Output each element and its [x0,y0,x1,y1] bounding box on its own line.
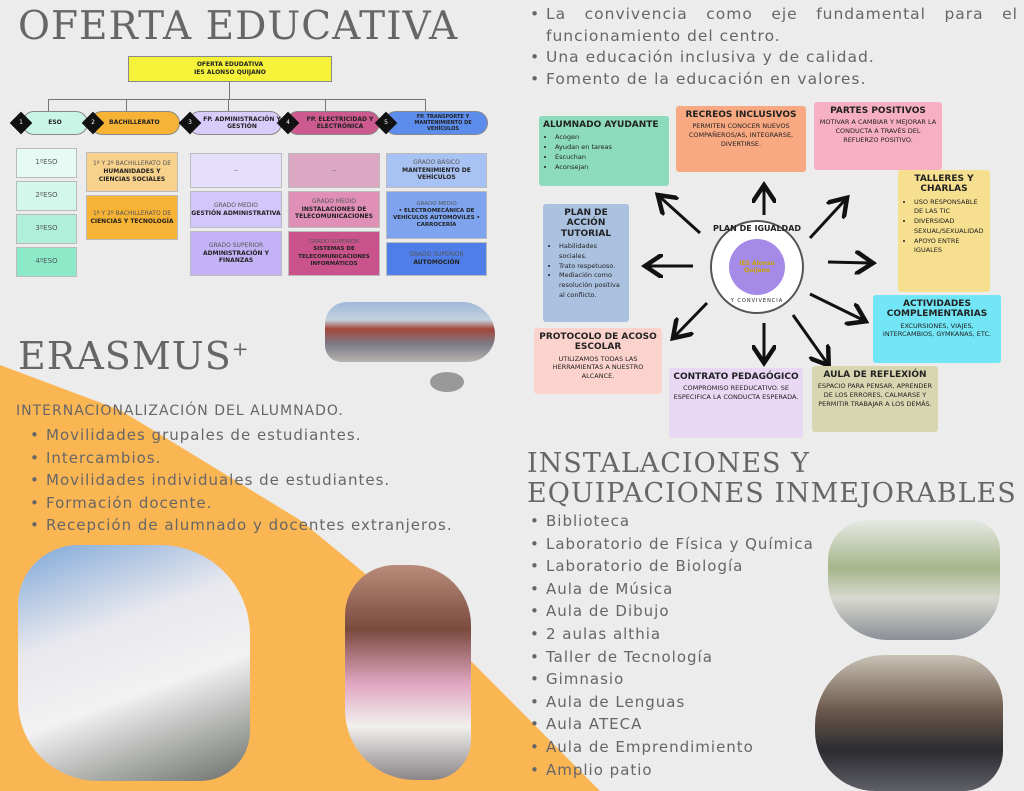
branch-number: 5 [374,111,398,135]
card-talleres: TALLERES Y CHARLAS USO RESPONSABLE DE LA… [898,170,990,292]
instalaciones-item: Biblioteca [528,510,814,533]
erasmus-subtitle: INTERNACIONALIZACIÓN DEL ALUMNADO. [16,403,344,419]
card-plan-accion: PLAN DE ACCIÓN TUTORIAL Habilidades soci… [543,204,629,322]
instalaciones-item: Aula de Dibujo [528,600,814,623]
branch-electricidad: FP. ELECTRICIDAD Y ELECTRÓNICA [286,111,380,135]
instalaciones-item: Aula de Emprendimiento [528,736,814,759]
org-root-title: OFERTA EDUDATIVA [196,61,264,69]
erasmus-item: Intercambios. [28,447,453,470]
card-alumnado-ayudante: ALUMNADO AYUDANTE AcogenAyudan en tareas… [539,116,669,186]
instalaciones-item: Aula de Lenguas [528,691,814,714]
plan-center-badge: IES Alonso Quijano PLAN DE IGUALDAD Y CO… [710,220,804,314]
plan-center-subtitle: Y CONVIVENCIA [730,298,784,304]
instalaciones-item: Laboratorio de Biología [528,555,814,578]
instalaciones-list: Biblioteca Laboratorio de Física y Quími… [528,510,814,781]
instalaciones-item: Aula de Música [528,578,814,601]
instalaciones-item: Gimnasio [528,668,814,691]
eso-item: 4ºESO [16,247,77,277]
trans-item: GRADO MEDIO• ELECTROMECÁNICA DE VEHÍCULO… [386,191,487,239]
erasmus-title: ERASMUS+ [18,334,250,378]
values-item: La convivencia como eje fundamental para… [528,4,1018,47]
school-logo: IES Alonso Quijano [729,239,785,295]
lab-photo-microscope [345,565,471,780]
branch-number: 1 [9,111,33,135]
branch-number: 4 [276,111,300,135]
org-chart: OFERTA EDUDATIVA IES ALONSO QUIJANO ESO … [9,55,492,280]
erasmus-item: Recepción de alumnado y docentes extranj… [28,514,453,537]
decorative-blob [430,372,464,392]
photo-classroom [828,520,1000,640]
branch-transporte: FP. TRANSPORTE Y MANTENIMIENTO DE VEHÍCU… [384,111,488,135]
branch-admin: FP. ADMINISTRACIÓN Y GESTIÓN [188,111,282,135]
branch-eso: ESO [22,111,88,135]
values-item: Fomento de la educación en valores. [528,69,1018,91]
oferta-title: OFERTA EDUCATIVA [18,4,459,49]
branch-number: 2 [81,111,105,135]
photo-music-room [815,655,1003,791]
plan-igualdad-diagram: IES Alonso Quijano PLAN DE IGUALDAD Y CO… [530,100,1010,440]
erasmus-item: Formación docente. [28,492,453,515]
plan-center-title: PLAN DE IGUALDAD [712,224,802,233]
branch-number: 3 [178,111,202,135]
values-list: La convivencia como eje fundamental para… [528,4,1018,90]
arrows [530,100,1010,440]
eso-item: 3ºESO [16,214,77,244]
erasmus-item: Movilidades individuales de estudiantes. [28,469,453,492]
org-root-subtitle: IES ALONSO QUIJANO [194,69,266,76]
eso-item: 2ºESO [16,181,77,211]
instalaciones-item: Laboratorio de Física y Química [528,533,814,556]
erasmus-photo-schoolyard [325,302,495,362]
eso-item: 1ºESO [16,148,77,178]
instalaciones-item: Aula ATECA [528,713,814,736]
erasmus-photo-student [18,545,250,781]
instalaciones-item: Taller de Tecnología [528,646,814,669]
instalaciones-item: Amplio patio [528,759,814,782]
instalaciones-item: 2 aulas althia [528,623,814,646]
admin-item: -- [190,153,282,188]
elec-item: -- [288,153,380,188]
erasmus-list: Movilidades grupales de estudiantes. Int… [28,424,453,537]
values-item: Una educación inclusiva y de calidad. [528,47,1018,69]
org-root: OFERTA EDUDATIVA IES ALONSO QUIJANO [128,56,332,82]
erasmus-item: Movilidades grupales de estudiantes. [28,424,453,447]
